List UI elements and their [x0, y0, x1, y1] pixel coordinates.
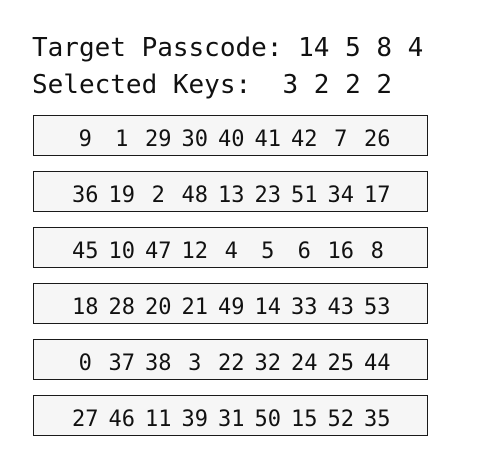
key-row-cells: 36 19 2 48 13 23 51 34 17	[67, 183, 396, 209]
key-button[interactable]: 22	[218, 351, 245, 376]
target-passcode-label: Target Passcode:	[32, 33, 283, 63]
key-button[interactable]: 43	[327, 295, 355, 320]
key-row-cells: 18 28 20 21 49 14 33 43 53	[67, 295, 396, 321]
key-button[interactable]: 13	[218, 183, 245, 208]
key-button[interactable]: 35	[364, 407, 391, 432]
key-button[interactable]: 4	[224, 239, 238, 264]
key-button[interactable]: 19	[108, 183, 136, 208]
key-button[interactable]: 41	[254, 127, 282, 152]
key-button[interactable]: 47	[145, 239, 172, 264]
target-passcode-line: Target Passcode: 14 5 8 4	[32, 33, 423, 63]
key-button[interactable]: 34	[327, 183, 355, 208]
key-button[interactable]: 15	[291, 407, 318, 432]
key-button[interactable]: 21	[181, 295, 209, 320]
key-button[interactable]: 2	[151, 183, 165, 208]
key-button[interactable]: 38	[145, 351, 172, 376]
key-button[interactable]: 12	[181, 239, 209, 264]
key-row: 0 37 38 3 22 32 24 25 44	[33, 339, 428, 380]
key-button[interactable]: 8	[370, 239, 384, 264]
key-button[interactable]: 37	[108, 351, 136, 376]
key-button[interactable]: 18	[72, 295, 99, 320]
key-button[interactable]: 49	[218, 295, 245, 320]
key-button[interactable]: 7	[334, 127, 348, 152]
key-button[interactable]: 28	[108, 295, 136, 320]
key-button[interactable]: 25	[327, 351, 355, 376]
key-button[interactable]: 48	[181, 183, 209, 208]
key-button[interactable]: 5	[261, 239, 275, 264]
selected-keys-line: Selected Keys: 3 2 2 2	[32, 70, 392, 100]
key-button[interactable]: 46	[108, 407, 136, 432]
key-button[interactable]: 29	[145, 127, 172, 152]
key-button[interactable]: 51	[291, 183, 318, 208]
target-passcode-value: 14 5 8 4	[298, 33, 424, 63]
key-button[interactable]: 14	[254, 295, 282, 320]
key-button[interactable]: 50	[254, 407, 282, 432]
key-button[interactable]: 9	[78, 127, 92, 152]
key-button[interactable]: 11	[145, 407, 172, 432]
key-button[interactable]: 3	[188, 351, 202, 376]
key-row-cells: 27 46 11 39 31 50 15 52 35	[67, 407, 396, 433]
key-button[interactable]: 31	[218, 407, 245, 432]
key-button[interactable]: 24	[291, 351, 318, 376]
key-button[interactable]: 17	[364, 183, 391, 208]
key-row-cells: 0 37 38 3 22 32 24 25 44	[67, 351, 396, 377]
selected-keys-value: 3 2 2 2	[282, 70, 393, 100]
key-button[interactable]: 20	[145, 295, 172, 320]
key-button[interactable]: 1	[115, 127, 129, 152]
key-button[interactable]: 23	[254, 183, 282, 208]
key-button[interactable]: 30	[181, 127, 209, 152]
selected-keys-label: Selected Keys:	[32, 70, 252, 100]
key-button[interactable]: 10	[108, 239, 136, 264]
key-button[interactable]: 39	[181, 407, 209, 432]
key-button[interactable]: 16	[327, 239, 355, 264]
key-button[interactable]: 0	[78, 351, 92, 376]
key-row: 36 19 2 48 13 23 51 34 17	[33, 171, 428, 212]
key-button[interactable]: 27	[72, 407, 99, 432]
key-button[interactable]: 26	[364, 127, 391, 152]
key-button[interactable]: 53	[364, 295, 391, 320]
key-button[interactable]: 42	[291, 127, 318, 152]
key-button[interactable]: 52	[327, 407, 355, 432]
key-button[interactable]: 45	[72, 239, 99, 264]
key-button[interactable]: 44	[364, 351, 391, 376]
key-button[interactable]: 40	[218, 127, 245, 152]
key-row: 18 28 20 21 49 14 33 43 53	[33, 283, 428, 324]
key-button[interactable]: 6	[297, 239, 311, 264]
key-row: 27 46 11 39 31 50 15 52 35	[33, 395, 428, 436]
key-button[interactable]: 33	[291, 295, 318, 320]
key-button[interactable]: 36	[72, 183, 99, 208]
key-button[interactable]: 32	[254, 351, 282, 376]
